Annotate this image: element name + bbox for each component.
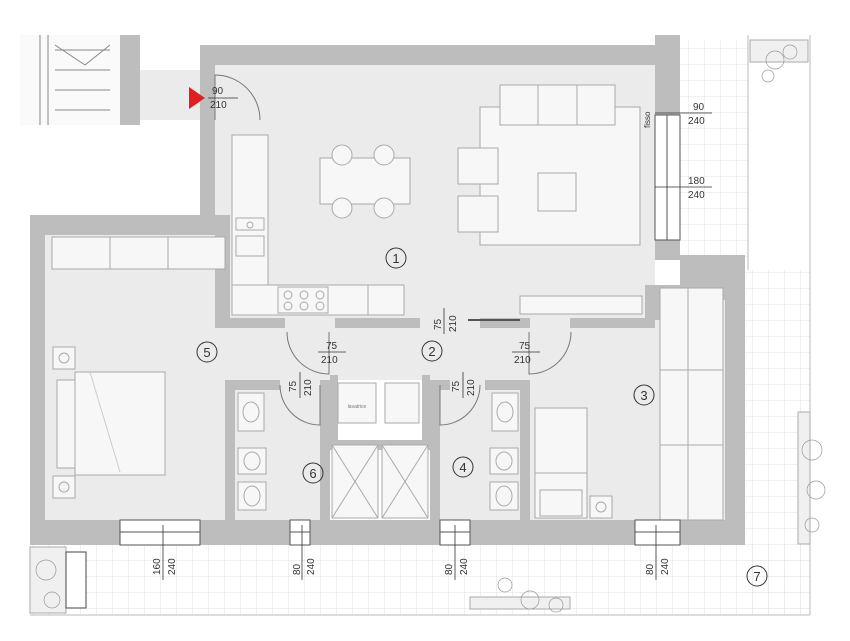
bed5-door-width: 75 — [326, 341, 338, 352]
bathroom-4-fixtures — [381, 382, 519, 519]
room-marker-5: 5 — [196, 341, 218, 363]
bath4-window-width: 80 — [444, 563, 455, 575]
room-marker-3: 3 — [633, 384, 655, 406]
door-swings — [214, 74, 572, 426]
bath6-door-width: 75 — [288, 380, 299, 392]
bath4-door-width: 75 — [451, 380, 462, 392]
room-number: 2 — [428, 344, 435, 359]
bathroom-6-fixtures: lavatrice — [237, 382, 379, 519]
bed5-door-dimension: 75 210 — [318, 341, 346, 366]
plant-icon — [35, 44, 826, 613]
room-number: 5 — [203, 345, 210, 360]
bed3-door-height: 210 — [514, 355, 531, 366]
walls — [30, 35, 745, 545]
room-marker-1: 1 — [385, 247, 407, 269]
windows — [119, 114, 681, 546]
kitchen — [231, 134, 405, 316]
bed5-window-height: 240 — [167, 558, 178, 575]
living-window-fixed-dimension: fisso 90 240 — [643, 102, 712, 128]
bath6-window-dimension: 80 240 — [292, 525, 317, 580]
bedroom-5-furniture — [51, 236, 226, 499]
entrance-door-height: 210 — [210, 100, 227, 111]
window-door-width: 180 — [688, 176, 705, 187]
dining-set — [319, 144, 411, 219]
window-door-height: 240 — [688, 190, 705, 201]
room-marker-7: 7 — [746, 565, 768, 587]
living-window-door-dimension: 180 240 — [655, 176, 712, 201]
red-triangle-icon — [189, 87, 205, 109]
room-number: 1 — [392, 251, 399, 266]
room-marker-6: 6 — [302, 462, 324, 484]
room-number: 4 — [459, 460, 466, 475]
room-marker-2: 2 — [421, 340, 443, 362]
kitchen-door-width: 75 — [433, 318, 444, 330]
fixed-window-width: 90 — [693, 102, 705, 113]
bath4-window-height: 240 — [459, 558, 470, 575]
entrance-door-dimension: 90 210 — [208, 86, 238, 111]
bath6-door-height: 210 — [303, 379, 314, 396]
entrance-door-width: 90 — [212, 86, 224, 97]
bath6-door-dimension: 75 210 — [288, 372, 314, 398]
room-number: 7 — [753, 569, 760, 584]
living-area — [457, 84, 643, 315]
bed5-door-height: 210 — [321, 355, 338, 366]
kitchen-door-dimension: 75 210 — [433, 308, 459, 334]
svg-text:lavatrice: lavatrice — [348, 404, 367, 410]
bath6-window-height: 240 — [306, 558, 317, 575]
fixed-window-height: 240 — [688, 116, 705, 127]
bath4-door-height: 210 — [466, 379, 477, 396]
staircase — [20, 35, 120, 125]
bed3-door-dimension: 75 210 — [512, 341, 540, 366]
bed3-window-dimension: 80 240 — [645, 525, 671, 580]
room-number: 3 — [640, 388, 647, 403]
kitchen-door-height: 210 — [448, 315, 459, 332]
room-marker-4: 4 — [452, 456, 474, 478]
bed5-window-dimension: 160 240 — [152, 525, 178, 580]
bedroom-3-furniture — [534, 287, 724, 521]
bath4-door-dimension: 75 210 — [451, 372, 477, 398]
bath4-window-dimension: 80 240 — [444, 525, 470, 580]
bed5-window-width: 160 — [152, 558, 163, 575]
bath6-window-width: 80 — [292, 563, 303, 575]
bed3-window-height: 240 — [660, 558, 671, 575]
bed3-window-width: 80 — [645, 563, 656, 575]
room-number: 6 — [309, 466, 316, 481]
fixed-window-note: fisso — [643, 111, 652, 128]
bed3-door-width: 75 — [519, 341, 531, 352]
